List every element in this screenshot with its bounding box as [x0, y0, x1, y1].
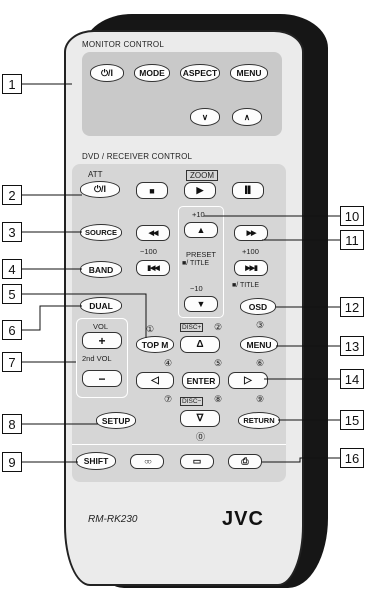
- callout-7: 7: [2, 352, 22, 372]
- stop-button[interactable]: ■: [136, 182, 168, 199]
- osd-button[interactable]: OSD: [240, 298, 276, 315]
- setup-button[interactable]: SETUP: [96, 412, 136, 429]
- number-2: ②: [214, 322, 223, 332]
- model-name: RM-RK230: [88, 514, 138, 525]
- volume-group: [76, 318, 128, 398]
- next-button[interactable]: ▶▶▮: [234, 260, 268, 276]
- fast-forward-button[interactable]: ▶▶: [234, 225, 268, 241]
- disc-minus-label: DISC−: [180, 397, 204, 406]
- callout-2: 2: [2, 185, 22, 205]
- zoom-label: ZOOM: [186, 170, 218, 181]
- callout-3: 3: [2, 222, 22, 242]
- callout-4: 4: [2, 259, 22, 279]
- number-5: ⑤: [214, 358, 223, 368]
- monitor-power-button[interactable]: ⏻/I: [90, 64, 124, 82]
- enter-button[interactable]: ENTER: [182, 372, 220, 389]
- minus100-label: −100: [140, 247, 157, 256]
- callout-6: 6: [2, 320, 22, 340]
- cursor-left-button[interactable]: ◁: [136, 372, 174, 389]
- callout-8: 8: [2, 414, 22, 434]
- second-vol-label: 2nd VOL: [82, 354, 112, 363]
- number-4: ④: [164, 358, 173, 368]
- title-label: ■/ TITLE: [182, 260, 210, 267]
- number-7: ⑦: [164, 394, 173, 404]
- number-1: ①: [146, 324, 155, 334]
- return-button[interactable]: RETURN: [238, 412, 280, 429]
- monitor-control-heading: MONITOR CONTROL: [82, 40, 164, 49]
- callout-15: 15: [340, 410, 364, 430]
- dvd-receiver-heading: DVD / RECEIVER CONTROL: [82, 152, 193, 161]
- dvd-receiver-panel: [72, 164, 286, 482]
- band-button[interactable]: BAND: [80, 261, 122, 278]
- callout-5: 5: [2, 284, 22, 304]
- title2-label: ■/ TITLE: [232, 282, 260, 289]
- aspect-button[interactable]: ASPECT: [180, 64, 220, 82]
- cursor-right-button[interactable]: ▷: [228, 372, 268, 389]
- callout-12: 12: [340, 297, 364, 317]
- callout-16: 16: [340, 448, 364, 468]
- callout-9: 9: [2, 452, 22, 472]
- previous-button[interactable]: ▮◀◀: [136, 260, 170, 276]
- monitor-menu-button[interactable]: MENU: [230, 64, 268, 82]
- number-6: ⑥: [256, 358, 265, 368]
- preset-down-button[interactable]: ▼: [184, 296, 218, 312]
- angle-button[interactable]: ⎙: [228, 454, 262, 469]
- preset-group: [178, 206, 224, 318]
- dual-button[interactable]: DUAL: [80, 297, 122, 314]
- cursor-up-button[interactable]: Δ: [180, 336, 220, 353]
- rewind-button[interactable]: ◀◀: [136, 225, 170, 241]
- disc-plus-label: DISC+: [180, 323, 204, 332]
- att-label: ATT: [88, 170, 103, 179]
- monitor-up-button[interactable]: ∧: [232, 108, 262, 126]
- top-menu-button[interactable]: TOP M: [136, 336, 174, 353]
- number-9: ⑨: [256, 394, 265, 404]
- preset-up-button[interactable]: ▲: [184, 222, 218, 238]
- callout-10: 10: [340, 206, 364, 226]
- callout-1: 1: [2, 74, 22, 94]
- power-button[interactable]: ⏻/I: [80, 181, 120, 198]
- number-3: ③: [256, 320, 265, 330]
- brand-logo: JVC: [222, 508, 264, 530]
- number-0: ⓪: [196, 432, 206, 442]
- audio-button[interactable]: ○○: [130, 454, 164, 469]
- vol-down-button[interactable]: −: [82, 370, 122, 387]
- menu-button[interactable]: MENU: [240, 336, 278, 353]
- bottom-row-divider: [72, 444, 286, 475]
- play-button[interactable]: ▶: [184, 182, 216, 199]
- callout-11: 11: [340, 230, 364, 250]
- subtitle-button[interactable]: ▭: [180, 454, 214, 469]
- source-button[interactable]: SOURCE: [80, 224, 122, 241]
- minus10-label: −10: [190, 284, 203, 293]
- callout-13: 13: [340, 336, 364, 356]
- vol-up-button[interactable]: +: [82, 332, 122, 349]
- pause-button[interactable]: ▌▌: [232, 182, 264, 199]
- vol-label: VOL: [93, 322, 109, 331]
- callout-14: 14: [340, 369, 364, 389]
- monitor-down-button[interactable]: ∨: [190, 108, 220, 126]
- plus100-label: +100: [242, 247, 259, 256]
- cursor-down-button[interactable]: ∇: [180, 410, 220, 427]
- number-8: ⑧: [214, 394, 223, 404]
- preset-label: PRESET: [186, 250, 217, 259]
- shift-button[interactable]: SHIFT: [76, 452, 116, 470]
- plus10-label: +10: [192, 210, 205, 219]
- mode-button[interactable]: MODE: [134, 64, 170, 82]
